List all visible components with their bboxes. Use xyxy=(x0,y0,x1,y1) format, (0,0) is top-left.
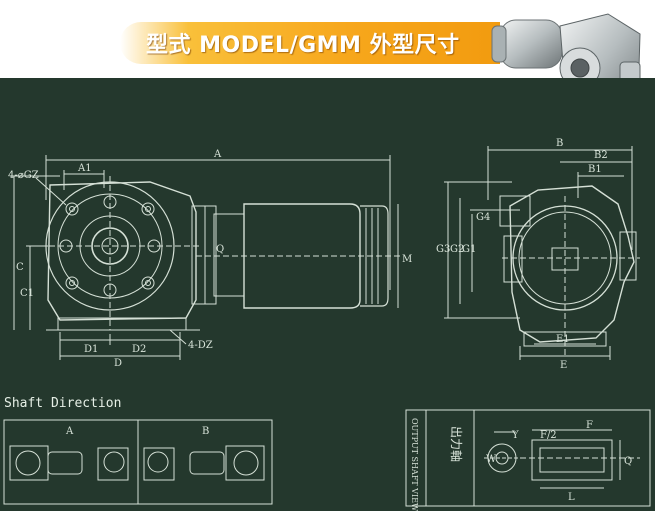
shaft-direction-label: Shaft Direction xyxy=(4,396,122,411)
dim-gz-label: 4-⌀GZ xyxy=(8,170,39,181)
dim-b1-label: B1 xyxy=(588,164,602,175)
front-view xyxy=(10,155,400,360)
output-shaft-title-en: OUTPUT SHAFT VIEW xyxy=(410,418,419,511)
dim-dz-label: 4-DZ xyxy=(188,340,213,351)
dim-g1-label: G1 xyxy=(462,244,476,255)
dim-c-label: C xyxy=(16,262,24,273)
output-dim-f2-label: F/2 xyxy=(540,430,557,441)
output-dim-w-label: W xyxy=(486,454,497,465)
dim-b-label: B xyxy=(556,138,563,149)
dim-g3-label: G3 xyxy=(436,244,450,255)
dim-e-label: E xyxy=(560,360,567,371)
dim-e1-label: E1 xyxy=(556,334,570,345)
dim-c1-label: C1 xyxy=(20,288,34,299)
side-view xyxy=(444,146,640,360)
dim-g4-label: G4 xyxy=(476,212,490,223)
shaft-option-b-label: B xyxy=(202,426,209,437)
dim-d2-label: D2 xyxy=(132,344,146,355)
dim-d-label: D xyxy=(114,358,122,369)
page-title: 型式 MODEL/GMM 外型尺寸 xyxy=(146,33,460,58)
shaft-option-a-label: A xyxy=(65,426,74,437)
output-dim-y-label: Y xyxy=(511,430,519,441)
output-dim-q-label: Q xyxy=(624,456,632,467)
title-banner xyxy=(120,22,500,64)
dim-a-label: A xyxy=(213,149,222,160)
output-shaft-panel xyxy=(405,409,651,507)
dim-g2-label: G2 xyxy=(450,244,464,255)
output-dim-f-label: F xyxy=(586,420,593,431)
dim-m-label: M xyxy=(402,254,412,265)
dim-a1-label: A1 xyxy=(77,163,92,174)
shaft-direction-panel xyxy=(3,419,273,505)
dim-q-label: Q xyxy=(216,244,224,255)
output-shaft-title-cn: 出力軸 xyxy=(449,426,463,462)
dim-d1-label: D1 xyxy=(84,344,98,355)
dim-b2-label: B2 xyxy=(594,150,608,161)
output-dim-l-label: L xyxy=(568,492,575,503)
